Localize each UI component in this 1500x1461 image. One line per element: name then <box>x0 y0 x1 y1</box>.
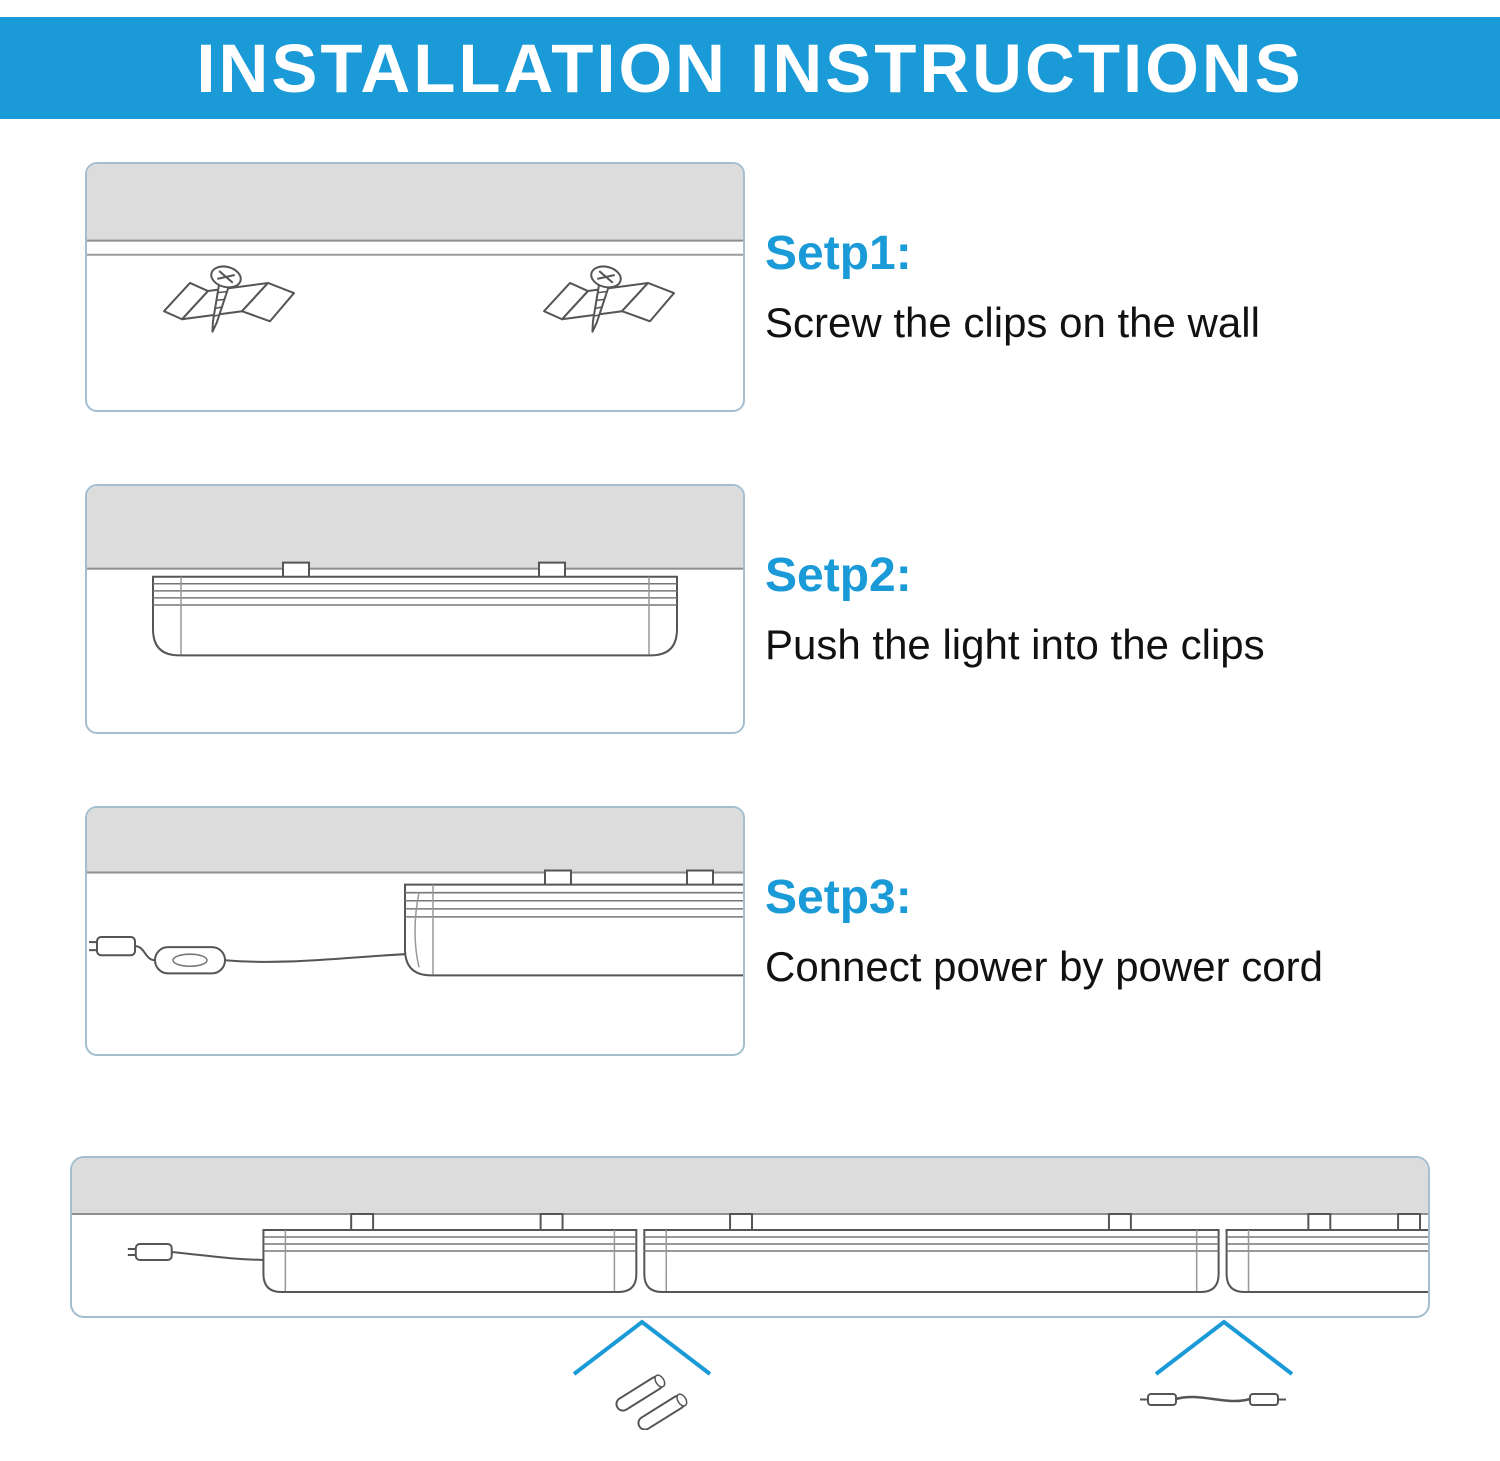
clip-tab <box>539 1213 564 1231</box>
led-light-fixture <box>404 883 743 977</box>
led-light-fixture-2 <box>643 1229 1220 1293</box>
mounting-clip-left <box>163 265 295 333</box>
steps-section: Setp1: Screw the clips on the wall <box>0 162 1500 1056</box>
screw-icon <box>590 265 622 333</box>
wall-panel <box>87 486 743 570</box>
linked-lights-diagram <box>72 1158 1428 1293</box>
wall-panel <box>72 1158 1428 1215</box>
power-cord <box>89 936 406 975</box>
step-3-text: Setp3: Connect power by power cord <box>765 870 1323 991</box>
clip-tab <box>350 1213 375 1231</box>
step-3-row: Setp3: Connect power by power cord <box>85 806 1500 1056</box>
series-connection-section <box>70 1156 1430 1430</box>
connector-callouts-svg <box>572 1319 1294 1430</box>
clip-tab <box>1397 1213 1422 1231</box>
power-plug <box>134 1243 173 1261</box>
screw-icon <box>210 265 242 333</box>
power-cord <box>127 1243 264 1261</box>
step-2-diagram-box <box>85 484 745 734</box>
step-2-text: Setp2: Push the light into the clips <box>765 548 1265 669</box>
chevron-up-left-icon <box>572 1319 712 1376</box>
step-2-row: Setp2: Push the light into the clips <box>85 484 1500 734</box>
page-title: INSTALLATION INSTRUCTIONS <box>196 29 1304 107</box>
led-light-fixture <box>152 575 678 657</box>
led-light-fixture-3 <box>1225 1229 1428 1293</box>
step-1-text: Setp1: Screw the clips on the wall <box>765 226 1260 347</box>
wall-panel <box>87 808 743 874</box>
inline-switch <box>154 946 226 975</box>
step-3-diagram-box <box>85 806 745 1056</box>
installation-instructions-page: INSTALLATION INSTRUCTIONS <box>0 17 1500 1430</box>
step-3-label: Setp3: <box>765 871 912 925</box>
chevron-up-right-icon <box>1154 1319 1294 1376</box>
connector-callouts <box>70 1318 1430 1430</box>
step-1-label: Setp1: <box>765 227 912 281</box>
step-3-description: Connect power by power cord <box>765 943 1323 991</box>
clip-tab <box>1307 1213 1332 1231</box>
clip-tab <box>1107 1213 1132 1231</box>
step-2-label: Setp2: <box>765 549 912 603</box>
series-diagram-box <box>70 1156 1430 1318</box>
step-1-description: Screw the clips on the wall <box>765 299 1260 347</box>
screw-clips-diagram <box>87 164 743 333</box>
connector-cable-icon <box>1140 1393 1286 1406</box>
page-header: INSTALLATION INSTRUCTIONS <box>0 17 1500 119</box>
pin-connector-icon <box>615 1374 688 1430</box>
connect-power-diagram <box>87 808 743 977</box>
step-1-row: Setp1: Screw the clips on the wall <box>85 162 1500 412</box>
push-light-diagram <box>87 486 743 657</box>
step-2-description: Push the light into the clips <box>765 621 1265 669</box>
step-1-diagram-box <box>85 162 745 412</box>
led-light-fixture-1 <box>262 1229 638 1293</box>
power-plug <box>96 936 136 957</box>
wall-panel <box>87 164 743 242</box>
clip-tab <box>729 1213 753 1231</box>
mounting-clip-right <box>543 265 675 333</box>
